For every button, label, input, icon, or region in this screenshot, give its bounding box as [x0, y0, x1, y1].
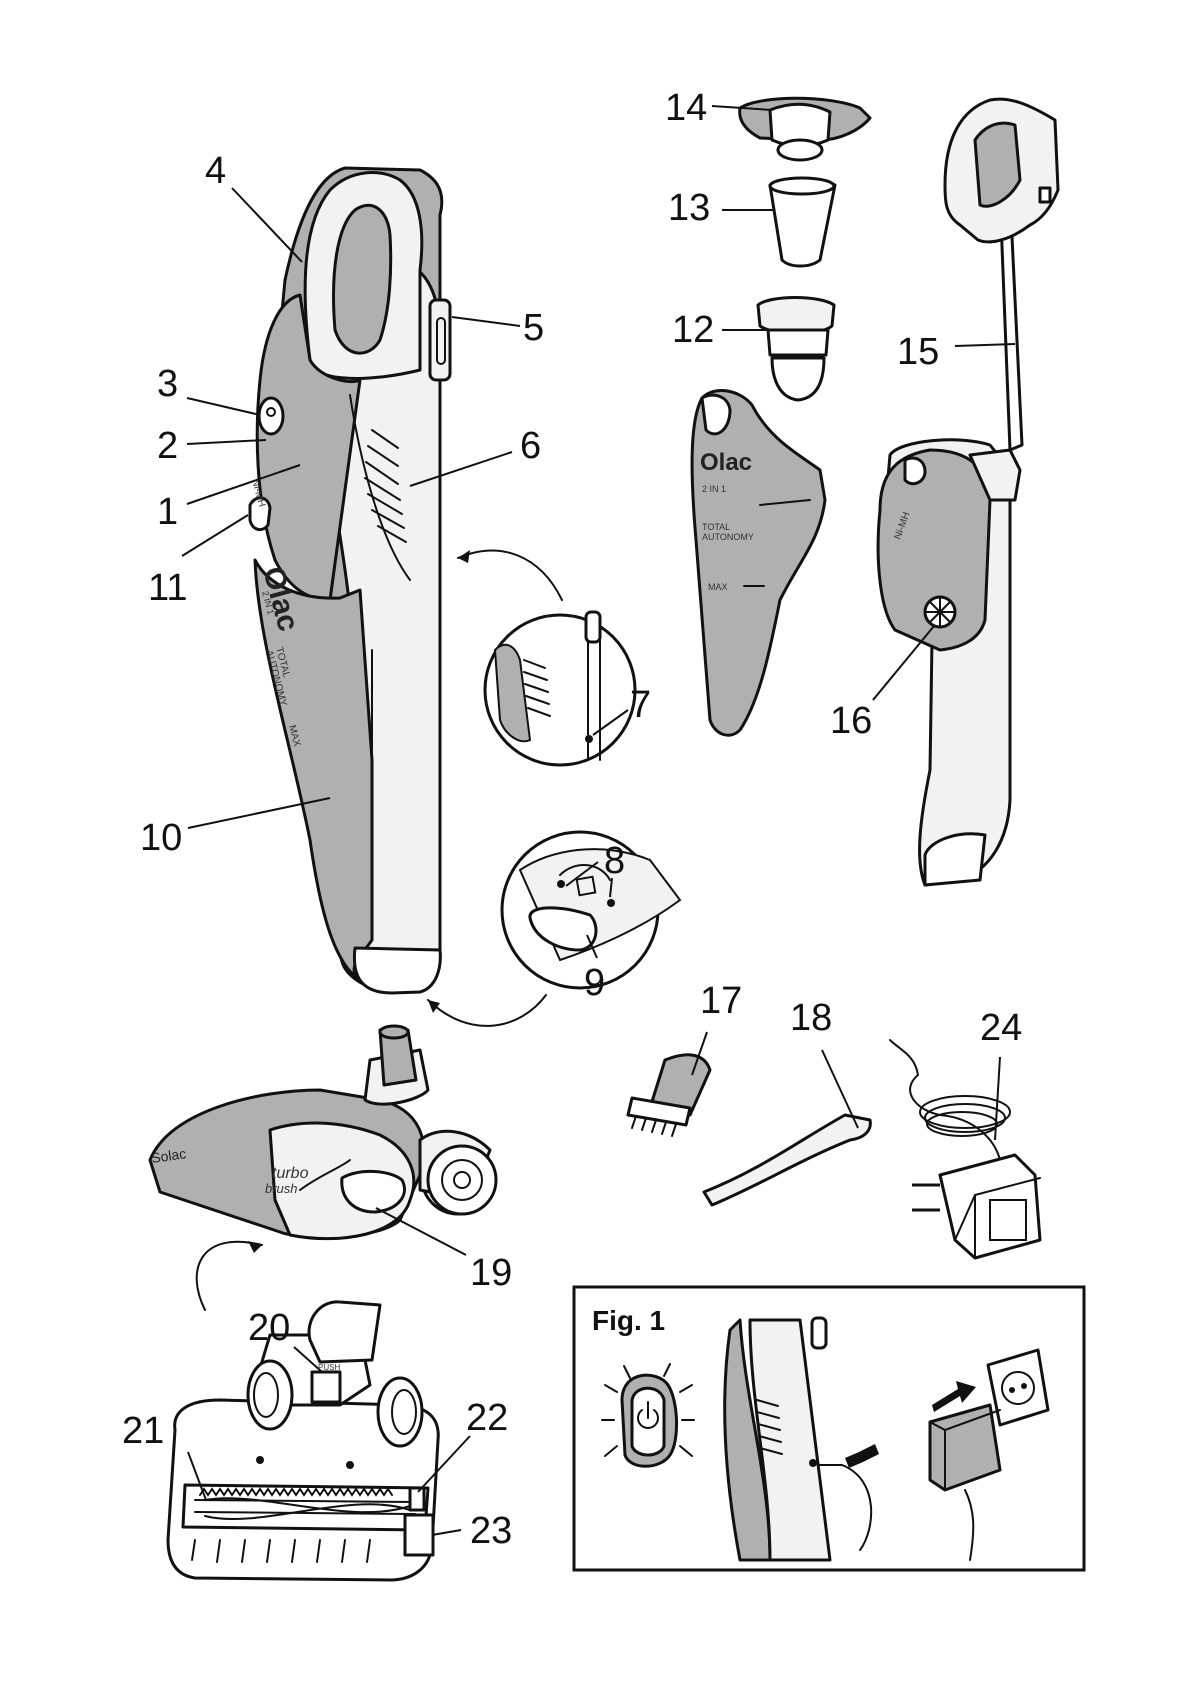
label-14: 14 [665, 87, 707, 129]
figure-title: Fig. 1 [592, 1305, 665, 1336]
label-21: 21 [122, 1410, 164, 1452]
label-4: 4 [205, 150, 226, 192]
label-3: 3 [157, 363, 178, 405]
label-18: 18 [790, 997, 832, 1039]
filter-assembly [712, 98, 870, 400]
label-10: 10 [140, 817, 182, 859]
label-2: 2 [157, 425, 178, 467]
turbo-brush-assembled: Solac turbo brush [150, 1026, 496, 1310]
label-6: 6 [520, 425, 541, 467]
power-adapter-accessory [890, 1040, 1040, 1258]
detail-circle-charging-socket [458, 550, 635, 765]
figure-1-box: Fig. 1 [574, 1287, 1084, 1570]
handheld-vacuum: Olac 2 IN 1 Ni-MH TOTAL AUTONOMY MAX [249, 168, 450, 993]
label-20: 20 [248, 1307, 290, 1349]
label-5: 5 [523, 307, 544, 349]
dust-container: Olac 2 IN 1 TOTAL AUTONOMY MAX [692, 391, 825, 736]
label-8: 8 [604, 840, 625, 882]
label-17: 17 [700, 980, 742, 1022]
label-7: 7 [630, 684, 651, 726]
container-model-text: 2 IN 1 [702, 484, 726, 494]
label-19: 19 [470, 1252, 512, 1294]
crevice-nozzle-accessory [704, 1050, 870, 1205]
container-max-text: MAX [708, 582, 728, 592]
label-23: 23 [470, 1510, 512, 1552]
label-16: 16 [830, 700, 872, 742]
detail-circle-base-contacts [428, 832, 680, 1026]
container-brand-text: Olac [700, 449, 752, 476]
label-9: 9 [584, 962, 605, 1004]
container-autonomy-text: AUTONOMY [702, 532, 754, 542]
label-1: 1 [157, 491, 178, 533]
turbo-brush-underside: PUSH [168, 1302, 470, 1580]
turbo-label-text: turbo [272, 1165, 309, 1182]
charging-base-with-wand: Ni-MH [873, 99, 1058, 885]
label-24: 24 [980, 1007, 1022, 1049]
label-11: 11 [148, 567, 187, 609]
label-13: 13 [668, 187, 710, 229]
crevice-brush-accessory [628, 1032, 710, 1136]
label-12: 12 [672, 309, 714, 351]
label-15: 15 [897, 331, 939, 373]
brush-label-text: brush [265, 1181, 298, 1196]
label-22: 22 [466, 1397, 508, 1439]
container-total-text: TOTAL [702, 522, 730, 532]
